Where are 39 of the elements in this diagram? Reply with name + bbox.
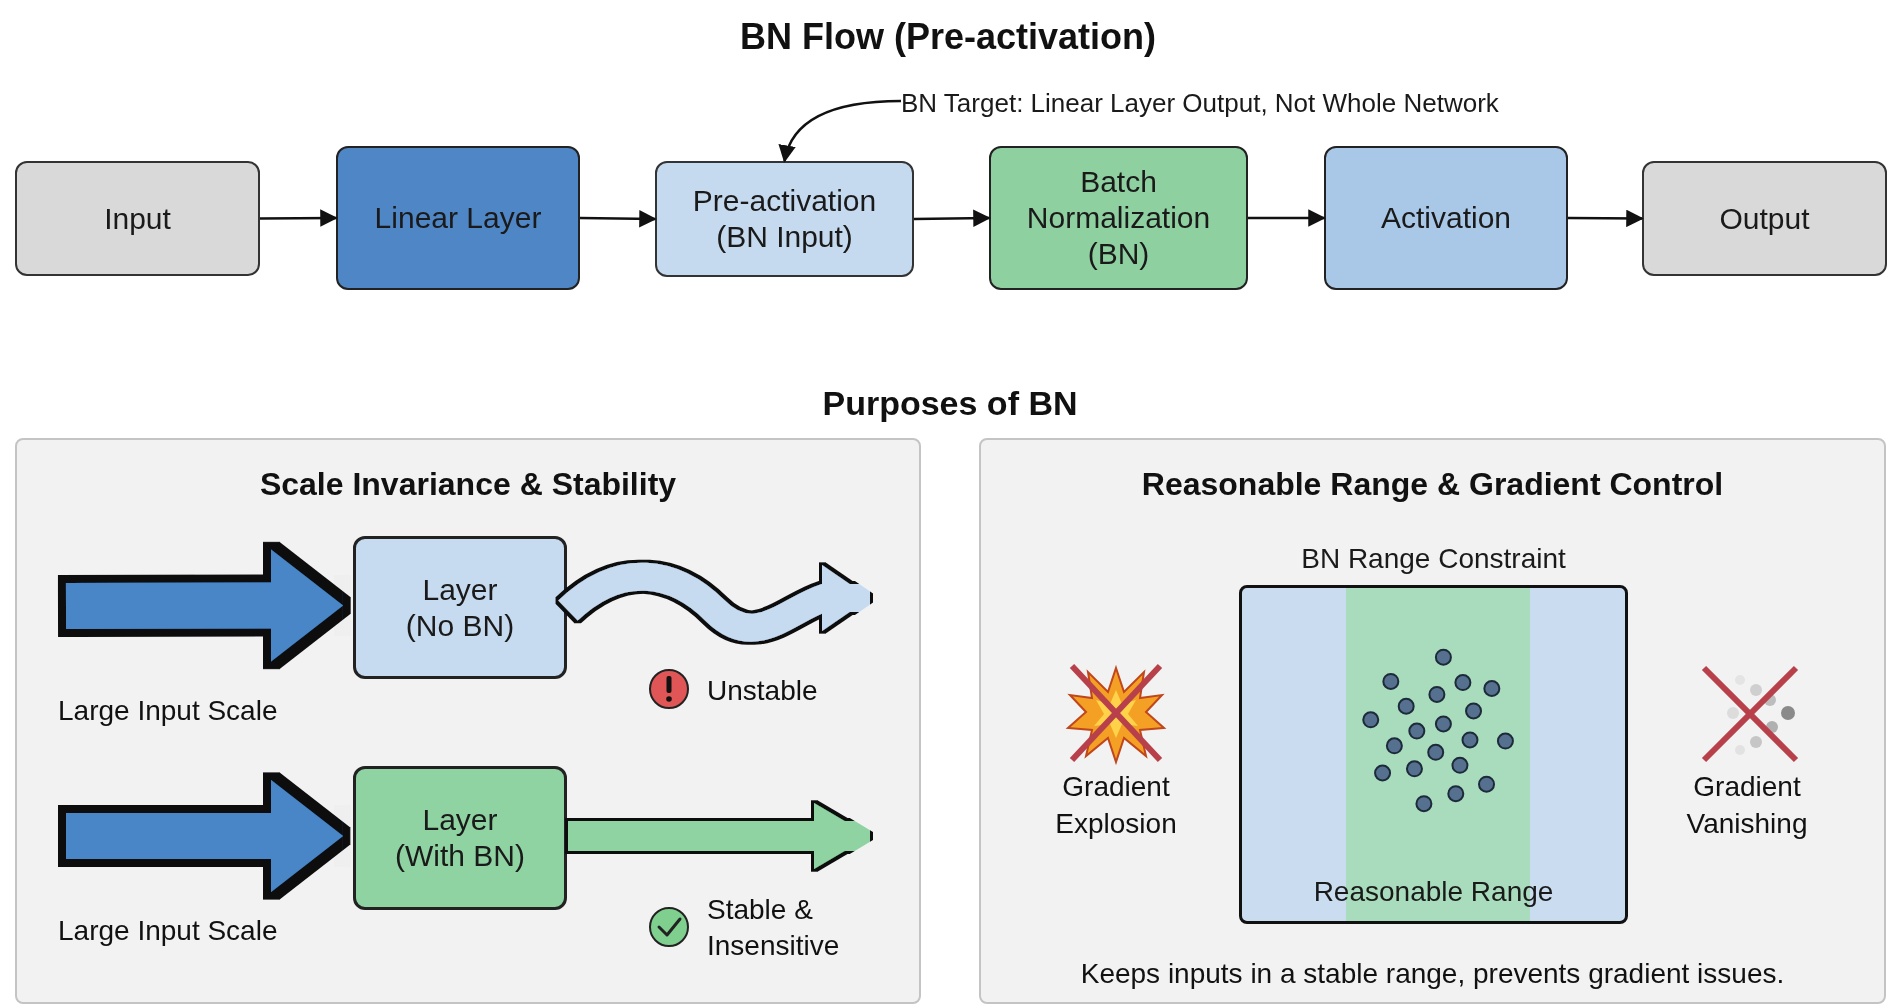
arrow-caption: Large Input Scale [58, 694, 278, 728]
arrow [1568, 209, 1644, 228]
box-label: Batch Normalization (BN) [1025, 164, 1212, 272]
process-box [1642, 161, 1887, 276]
range-label: Reasonable Range [1312, 875, 1555, 909]
panel-heading: Reasonable Range & Gradient Control [1140, 465, 1725, 504]
process-box [1324, 146, 1568, 290]
arrow [580, 210, 657, 228]
box-label: Linear Layer [374, 200, 542, 236]
diagram-title: BN Flow (Pre-activation) [738, 15, 1157, 59]
section-heading: Purposes of BN [821, 383, 1079, 424]
box-label: Activation [1380, 200, 1512, 236]
process-box [989, 146, 1248, 290]
arrow [914, 209, 991, 227]
caption-text: Keeps inputs in a stable range, prevents gradient issues. [1079, 957, 1786, 991]
process-box [15, 161, 260, 276]
process-box [655, 161, 914, 277]
arrow-caption: Large Input Scale [58, 914, 278, 948]
process-box [353, 766, 567, 910]
process-box [353, 536, 567, 679]
icon-caption: Gradient Explosion [1054, 770, 1178, 841]
box-label: Layer (With BN) [394, 802, 526, 874]
leader-arrow [779, 99, 902, 163]
box-label: Pre-activation (BN Input) [691, 183, 878, 255]
status-text: Stable & Insensitive [707, 893, 841, 963]
box-label: Output [1719, 200, 1810, 237]
box-label: Layer (No BN) [404, 571, 516, 644]
range-caption: BN Range Constraint [1300, 542, 1567, 576]
status-text: Unstable [707, 674, 818, 708]
block-arrow [568, 803, 870, 869]
panel-heading: Scale Invariance & Stability [258, 465, 678, 504]
icon-caption: Gradient Vanishing [1685, 770, 1809, 841]
process-box [336, 146, 580, 290]
panel-card [979, 438, 1886, 1004]
panel-card [15, 438, 921, 1004]
annotation-label: BN Target: Linear Layer Output, Not Whole Network [901, 87, 1499, 120]
arrow [1248, 209, 1326, 227]
arrow [260, 209, 338, 227]
box-label: Input [104, 200, 171, 237]
